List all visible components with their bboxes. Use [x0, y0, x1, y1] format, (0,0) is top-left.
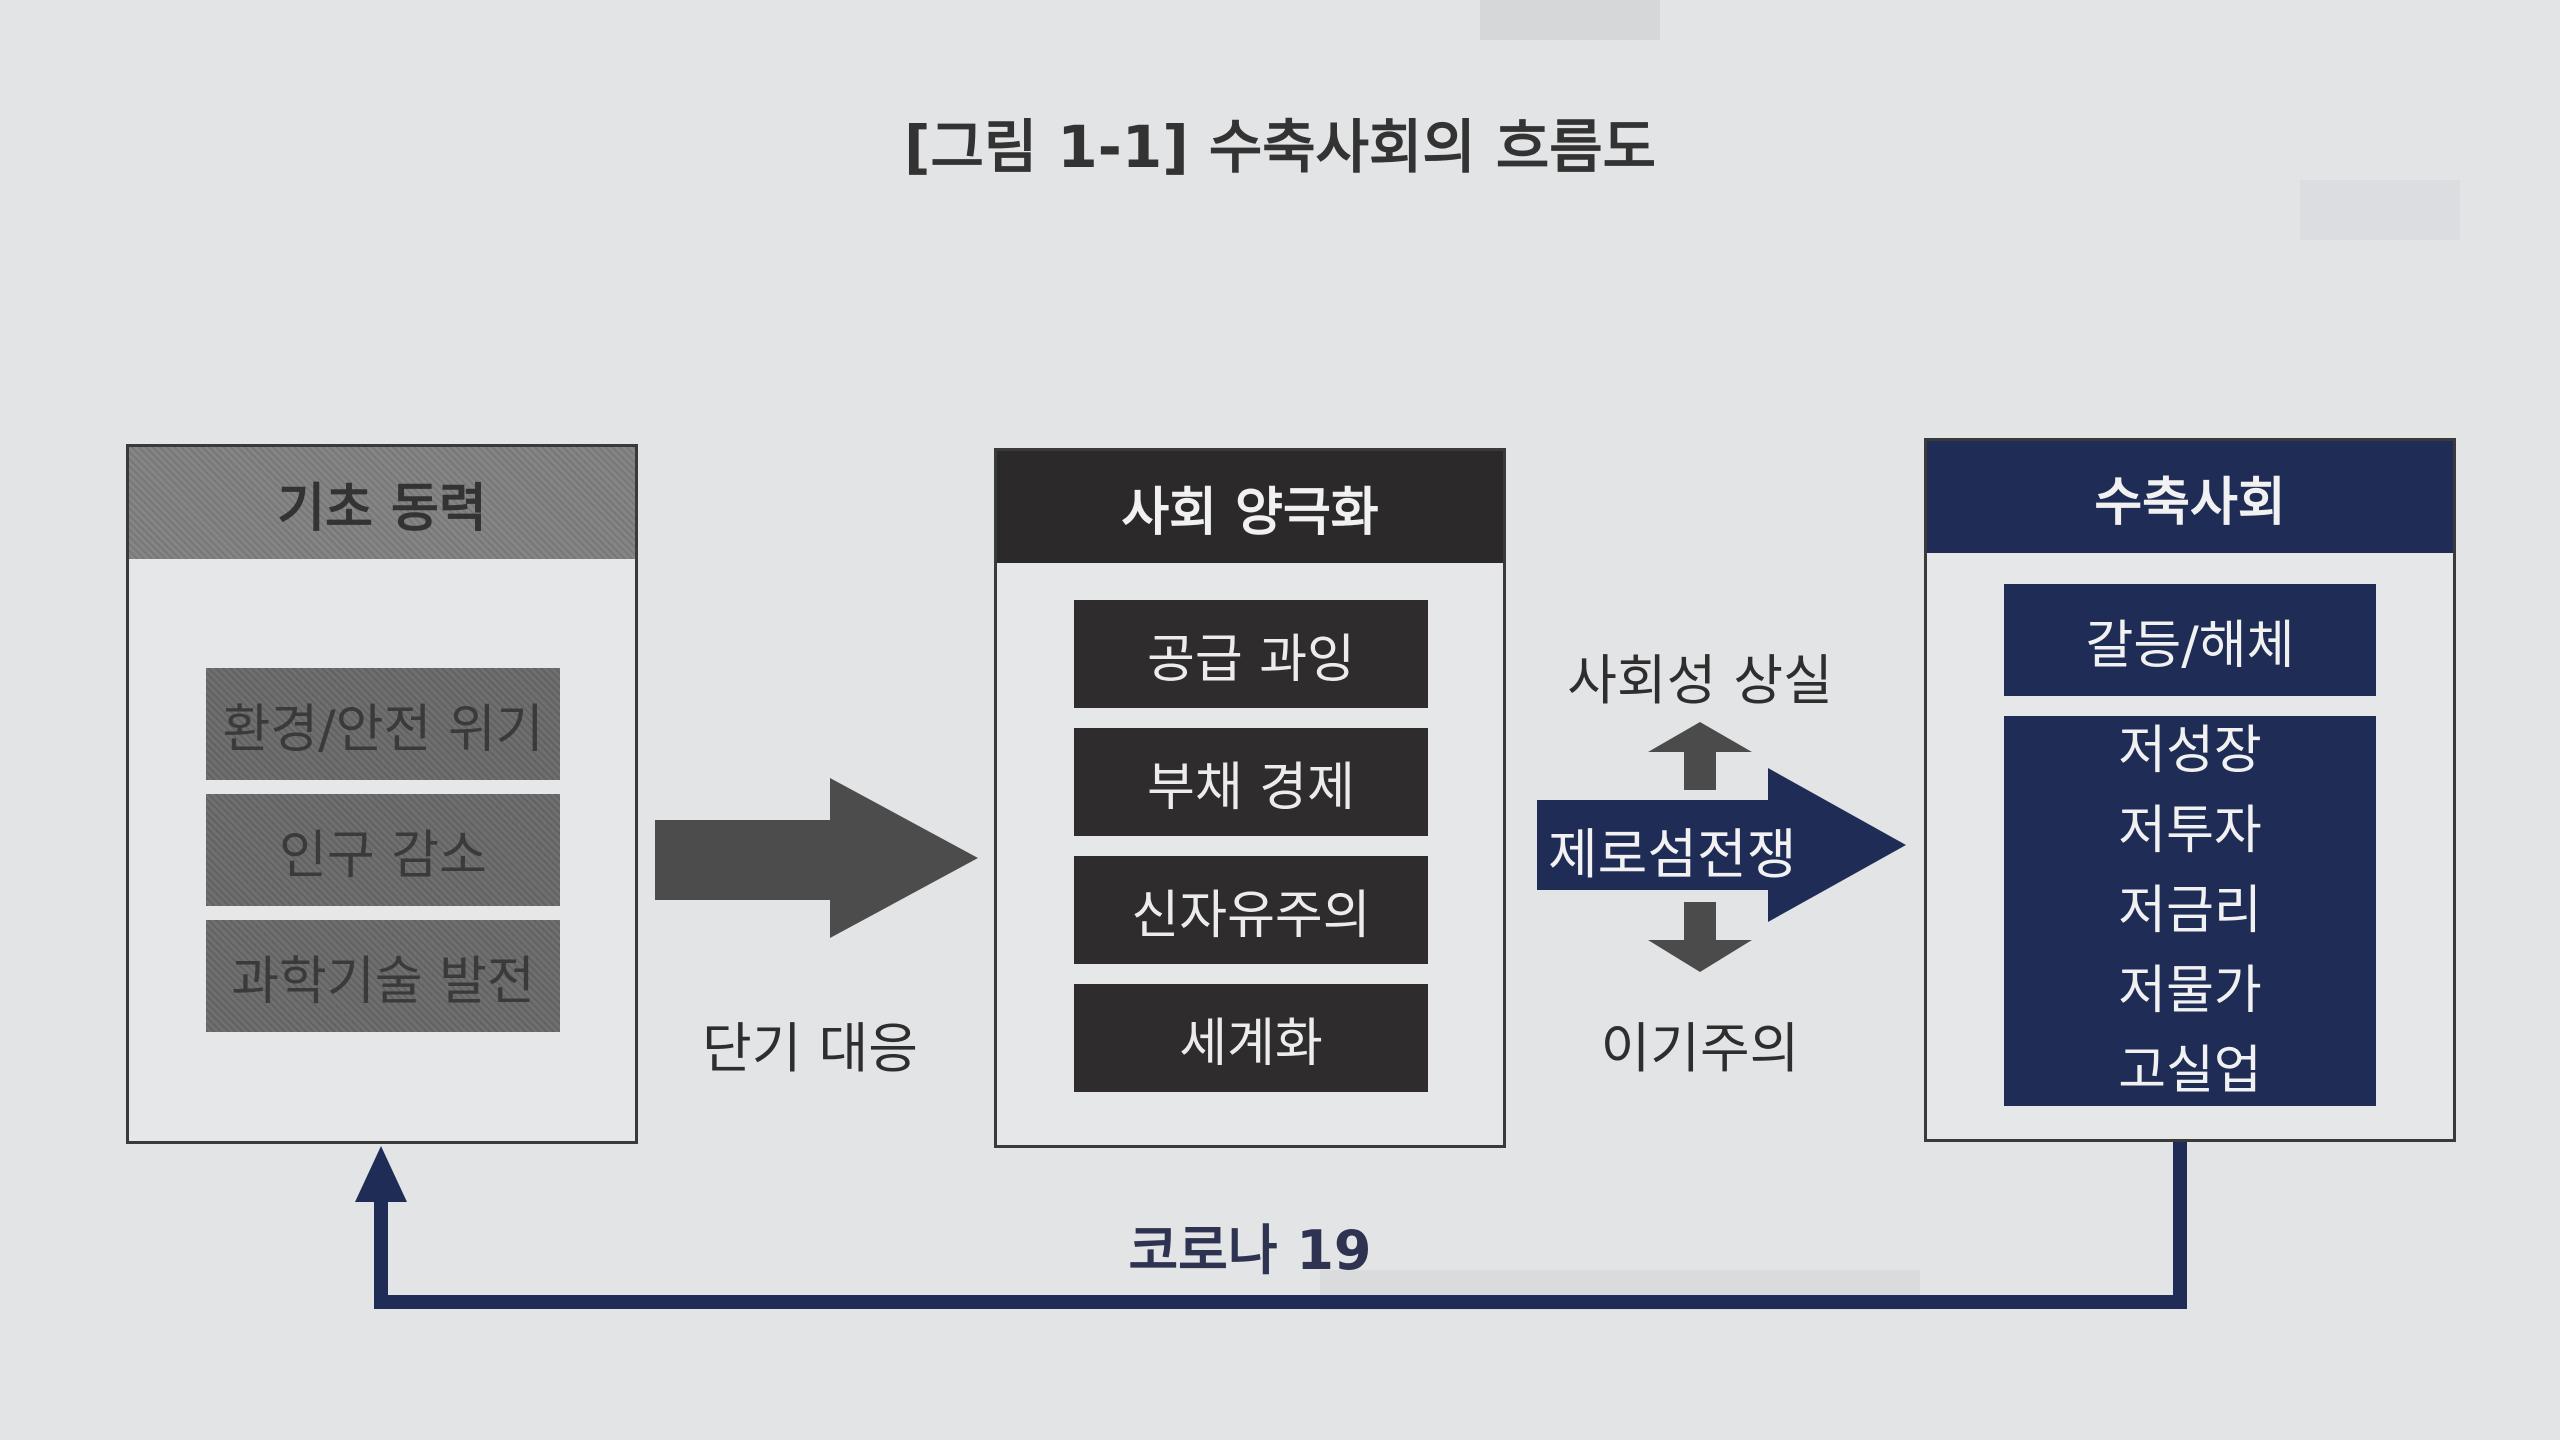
outcome-low-investment: 저투자 [2118, 801, 2262, 861]
polarization-header: 사회 양극화 [997, 451, 1503, 563]
shrinking-society-header: 수축사회 [1927, 441, 2453, 553]
base-forces-header: 기초 동력 [129, 447, 635, 559]
zero-sum-war-label: 제로섬전쟁 [1548, 823, 1797, 886]
loss-of-sociality-label: 사회성 상실 [1567, 649, 1833, 712]
polarization-item-debt-economy: 부채 경제 [1074, 728, 1428, 836]
feedback-loop-label: 코로나 19 [1128, 1219, 1372, 1282]
feedback-arrowhead-icon [355, 1146, 407, 1202]
short-term-response-label: 단기 대응 [702, 1017, 918, 1080]
down-arrow-icon [1648, 902, 1752, 972]
polarization-item-globalization: 세계화 [1074, 984, 1428, 1092]
base-force-item-environment: 환경/안전 위기 [206, 668, 560, 780]
outcomes-box: 저성장 저투자 저금리 저물가 고실업 [2004, 716, 2376, 1106]
feedback-loop-line [374, 1142, 2187, 1309]
up-arrow-icon-shape [1648, 722, 1752, 790]
base-force-item-population: 인구 감소 [206, 794, 560, 906]
zero-sum-arrow [1537, 768, 1906, 922]
polarization-item-neoliberalism: 신자유주의 [1074, 856, 1428, 964]
conflict-dissolution-box: 갈등/해체 [2004, 584, 2376, 696]
figure-title: [그림 1-1] 수축사회의 흐름도 [904, 113, 1656, 181]
base-force-item-technology: 과학기술 발전 [206, 920, 560, 1032]
polarization-item-oversupply: 공급 과잉 [1074, 600, 1428, 708]
outcome-low-growth: 저성장 [2118, 721, 2262, 781]
selfishness-label: 이기주의 [1600, 1017, 1800, 1080]
outcome-high-unemployment: 고실업 [2118, 1041, 2262, 1101]
outcome-low-inflation: 저물가 [2118, 961, 2262, 1021]
short-term-arrow [655, 778, 978, 938]
outcome-low-interest: 저금리 [2118, 881, 2262, 941]
